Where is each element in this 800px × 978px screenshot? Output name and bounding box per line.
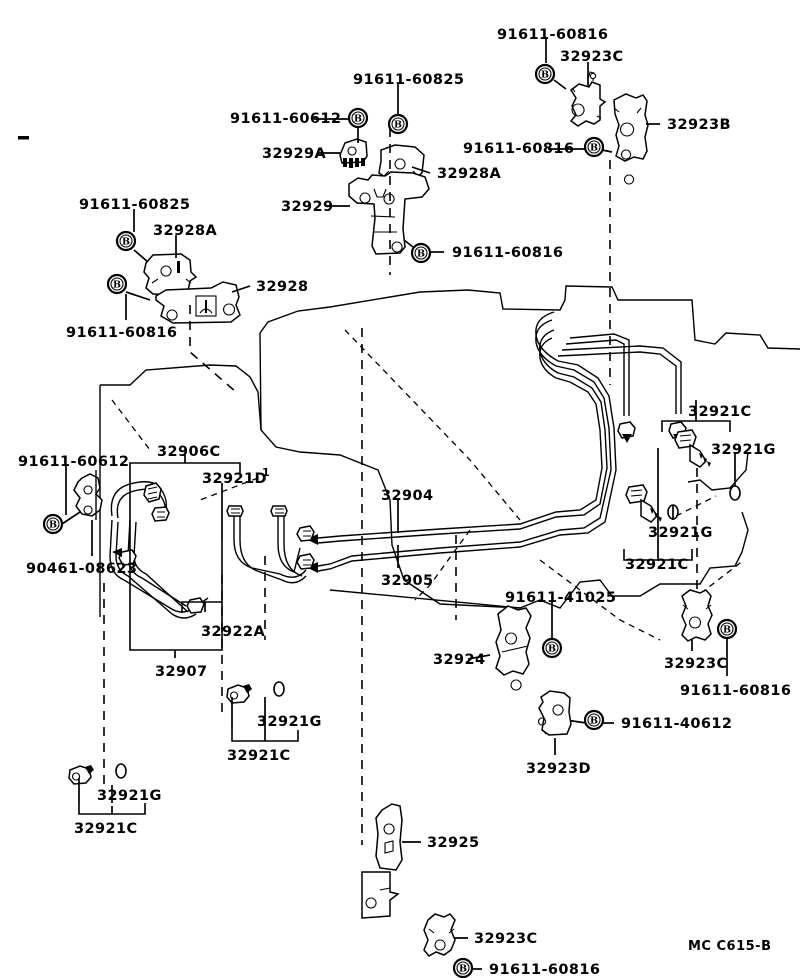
callout-marker-b: B [387, 113, 409, 135]
callout-marker-b: B [452, 957, 474, 978]
part-label-91611-60816: 91611-60816 [452, 245, 564, 261]
part-label-32921g: 32921G [257, 714, 322, 730]
leader-lines [61, 38, 745, 970]
bracket-32929 [348, 171, 430, 255]
bracket-32923c-top [569, 71, 607, 127]
callout-marker-b: B [410, 242, 432, 264]
bracket-32924 [495, 605, 532, 691]
callout-marker-b: B [347, 107, 369, 129]
callout-marker-b: B [583, 709, 605, 731]
part-label-91611-41025: 91611-41025 [505, 590, 617, 606]
bracket-32923c-bottom [423, 913, 456, 957]
part-label-32923b: 32923B [667, 117, 731, 133]
part-label-32925: 32925 [427, 835, 480, 851]
part-label-32921c: 32921C [688, 404, 752, 420]
callout-letter: B [354, 114, 362, 125]
bracket-32923d [538, 690, 572, 736]
callout-marker-b: B [42, 513, 64, 535]
stray-dash-mark [18, 136, 29, 140]
bracket-32928 [155, 281, 241, 324]
grouping-brackets [78, 413, 731, 815]
part-label-32928a: 32928A [437, 166, 502, 182]
part-label-32922a: 32922A [201, 624, 266, 640]
callout-marker-b: B [583, 136, 605, 158]
callout-marker-b: B [541, 637, 563, 659]
index-annotation-1: 1 [262, 466, 271, 479]
part-label-32923d: 32923D [526, 761, 591, 777]
part-label-91611-60816: 91611-60816 [497, 27, 609, 43]
part-label-32921d: 32921D [202, 471, 267, 487]
part-label-32929: 32929 [281, 199, 334, 215]
part-label-91611-60612: 91611-60612 [18, 454, 130, 470]
assembly-dashed-lines [103, 128, 698, 845]
brake-tube-assembly [68, 311, 741, 785]
part-label-32905: 32905 [381, 573, 434, 589]
part-label-32921c: 32921C [74, 821, 138, 837]
part-label-91611-60816: 91611-60816 [489, 962, 601, 978]
callout-marker-b: B [115, 230, 137, 252]
bracket-32928a-left [143, 253, 198, 296]
callout-letter: B [590, 716, 598, 727]
part-label-32921g: 32921G [711, 442, 776, 458]
part-label-32921c: 32921C [625, 557, 689, 573]
callout-marker-b: B [106, 273, 128, 295]
callout-letter: B [122, 237, 130, 248]
part-label-32921g: 32921G [648, 525, 713, 541]
part-label-91611-60816: 91611-60816 [463, 141, 575, 157]
part-label-90461-08623: 90461-08623 [26, 561, 138, 577]
part-label-32921g: 32921G [97, 788, 162, 804]
part-label-32923c: 32923C [560, 49, 624, 65]
part-label-32928: 32928 [256, 279, 309, 295]
diagram-code: MC C615-B [688, 939, 772, 954]
part-label-32929a: 32929A [262, 146, 327, 162]
callout-marker-b: B [534, 63, 556, 85]
callout-letter: B [590, 143, 598, 154]
part-label-32923c: 32923C [474, 931, 538, 947]
part-label-32904: 32904 [381, 488, 434, 504]
part-label-32907: 32907 [155, 664, 208, 680]
callout-letter: B [459, 964, 467, 975]
callout-letter: B [723, 625, 731, 636]
part-label-32928a: 32928A [153, 223, 218, 239]
part-label-91611-60612: 91611-60612 [230, 111, 342, 127]
callout-letter: B [548, 644, 556, 655]
bracket-32925 [361, 803, 403, 919]
callout-letter: B [417, 249, 425, 260]
part-label-32924: 32924 [433, 652, 486, 668]
part-label-32921c: 32921C [227, 748, 291, 764]
callout-marker-b: B [716, 618, 738, 640]
callout-letter: B [541, 70, 549, 81]
part-label-91611-60825: 91611-60825 [79, 197, 191, 213]
callout-letter: B [394, 120, 402, 131]
callout-letter: B [49, 520, 57, 531]
callout-letter: B [113, 280, 121, 291]
part-label-91611-60825: 91611-60825 [353, 72, 465, 88]
bracket-32923b [613, 93, 649, 185]
part-label-32923c: 32923C [664, 656, 728, 672]
part-label-91611-60816: 91611-60816 [680, 683, 792, 699]
part-label-32906c: 32906C [157, 444, 221, 460]
part-label-91611-60816: 91611-60816 [66, 325, 178, 341]
part-label-91611-40612: 91611-40612 [621, 716, 733, 732]
bracket-32923c-right [681, 589, 713, 642]
